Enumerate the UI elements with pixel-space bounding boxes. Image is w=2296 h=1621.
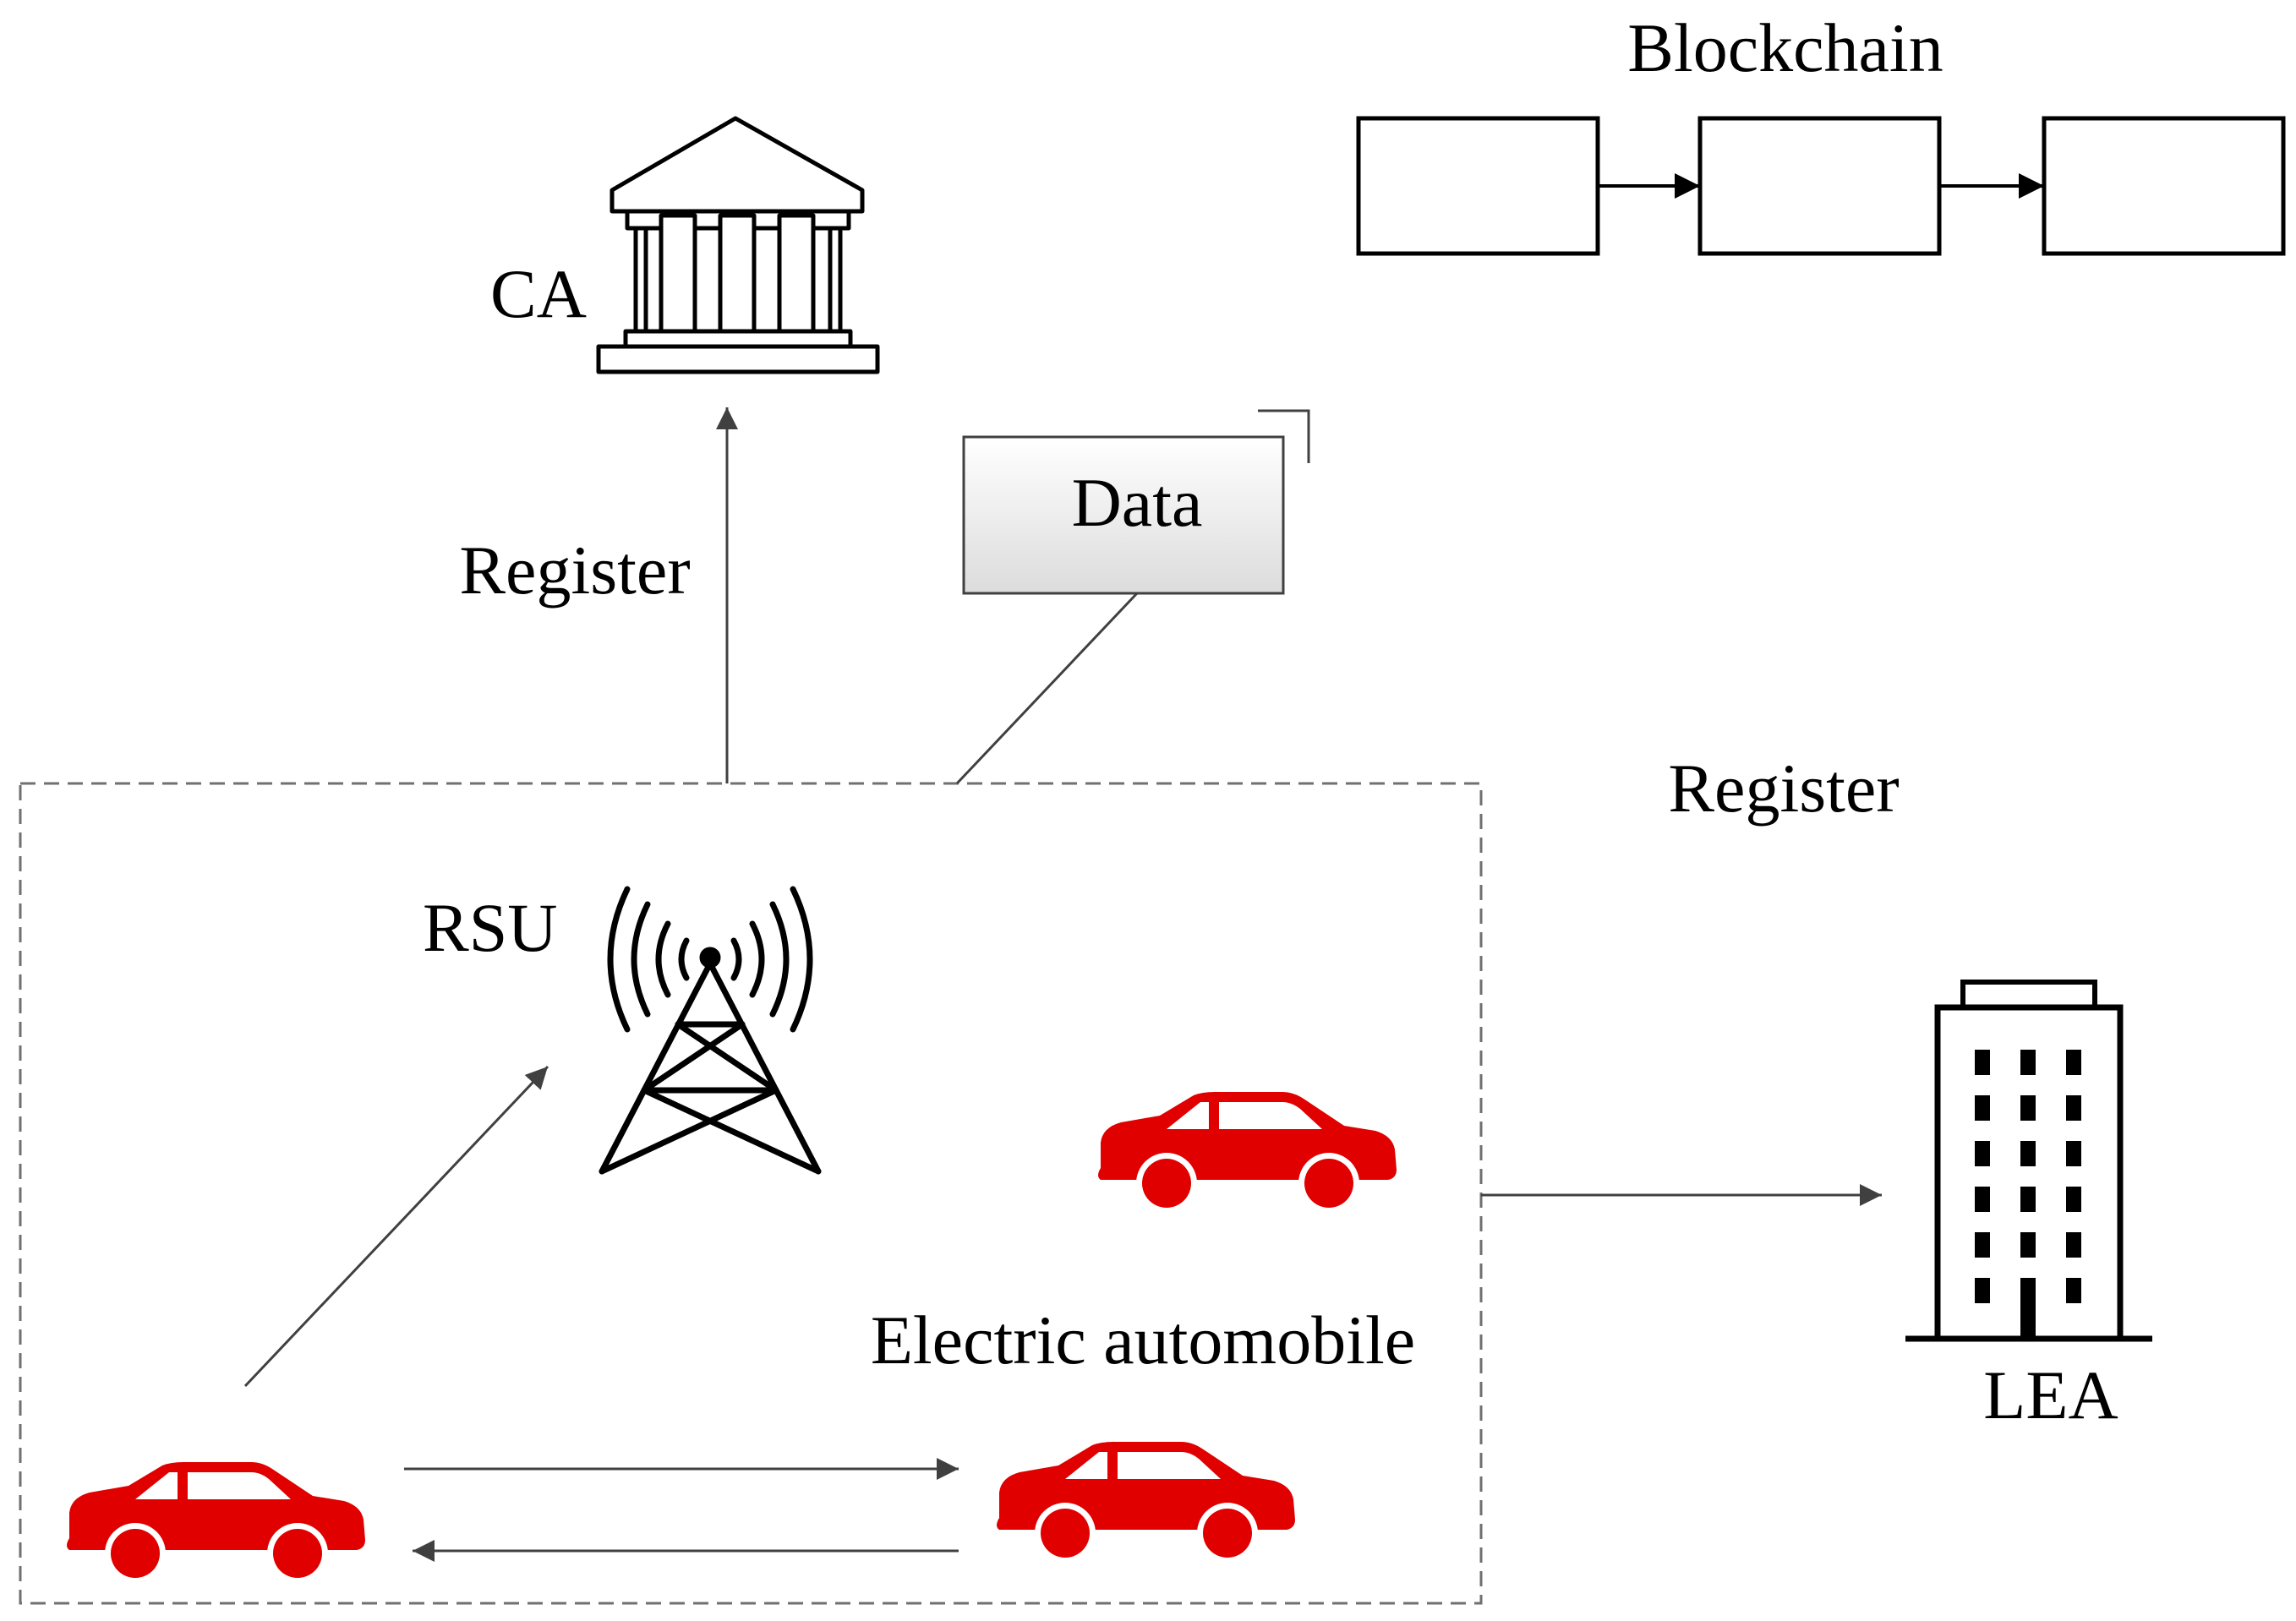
- office-building-icon: [1905, 980, 2152, 1342]
- car-icon: [997, 1442, 1295, 1564]
- block-3: [2042, 116, 2286, 256]
- register-lea-label: Register: [1668, 750, 1899, 827]
- lea-label: LEA: [1983, 1356, 2118, 1433]
- electric-automobile-label: Electric automobile: [871, 1302, 1415, 1378]
- block-2: [1697, 116, 1942, 256]
- car-icon: [67, 1462, 365, 1584]
- radio-tower-icon: [599, 886, 822, 1175]
- document-card-icon: [962, 409, 1310, 595]
- blockchain-label: Blockchain: [1627, 9, 1943, 86]
- car-to-rsu-arrow: [243, 1065, 549, 1388]
- data-link-line: [955, 592, 1139, 785]
- rsu-label: RSU: [423, 889, 558, 966]
- vehicle-network-region: [19, 782, 1483, 1605]
- bank-building-icon: [596, 116, 880, 374]
- blockchain-chain: [1356, 116, 2286, 256]
- ca-label: CA: [490, 255, 587, 332]
- block-1: [1356, 116, 1600, 256]
- data-label: Data: [1072, 464, 1203, 541]
- register-ca-label: Register: [459, 532, 690, 609]
- car-icon: [1098, 1092, 1397, 1214]
